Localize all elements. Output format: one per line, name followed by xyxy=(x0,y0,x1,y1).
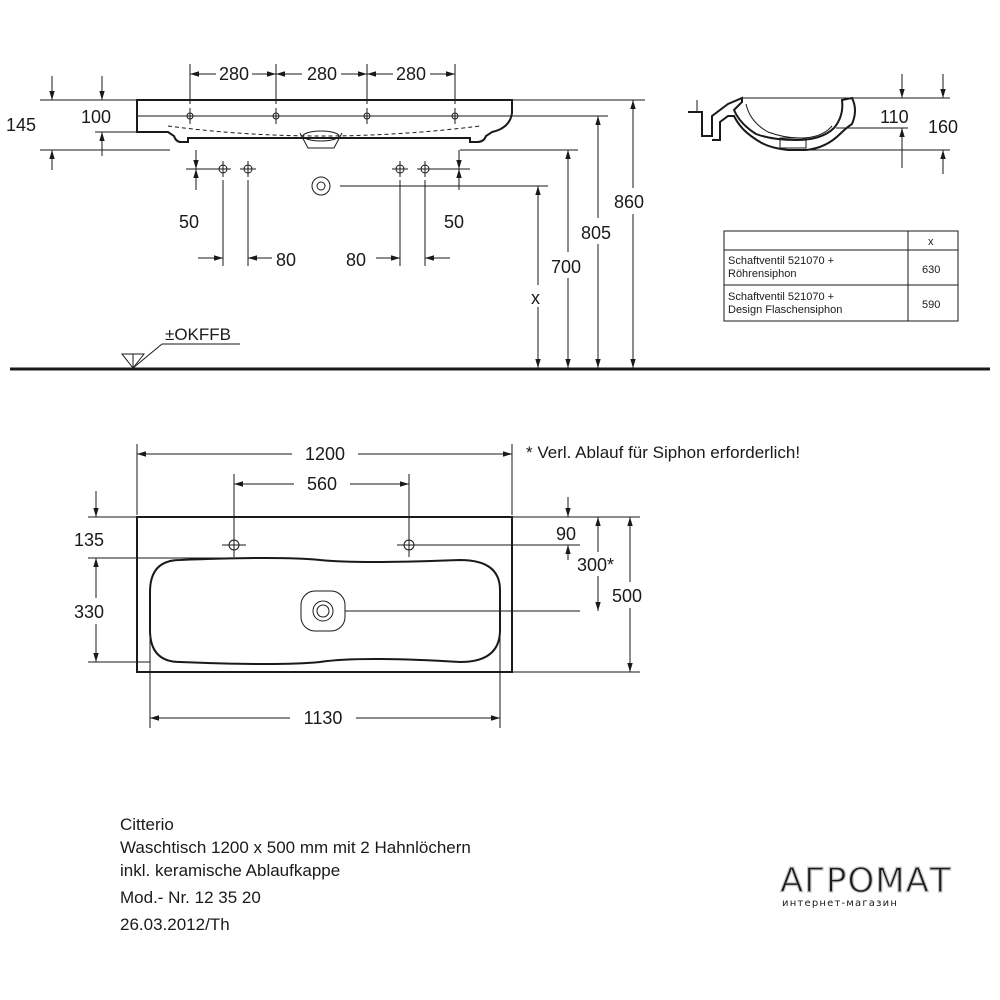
dim-280-c: 280 xyxy=(396,64,426,84)
watermark-logo: АГРОМАТ интернет-магазин xyxy=(779,860,952,909)
side-view: 110 160 xyxy=(688,74,958,174)
watermark-subtitle: интернет-магазин xyxy=(782,898,898,909)
drain-stub xyxy=(299,132,343,149)
footer-line-3: inkl. keramische Ablaufkappe xyxy=(120,861,340,880)
basin-top-outline xyxy=(136,516,513,673)
top-view: 1200 * Verl. Ablauf für Siphon erforderl… xyxy=(70,443,800,728)
watermark-title: АГРОМАТ xyxy=(780,861,952,901)
drain-note: * Verl. Ablauf für Siphon erforderlich! xyxy=(526,443,800,462)
dim-50-both: 50 50 xyxy=(179,150,470,232)
dim-1200-group: 1200 xyxy=(136,444,513,515)
drain-opening xyxy=(302,130,340,142)
siphon-table: x Schaftventil 521070 + Röhrensiphon 630… xyxy=(723,230,959,322)
floor-label: ±OKFFB xyxy=(165,325,231,344)
drain-ring-outer xyxy=(312,600,334,622)
dim-50-left: 50 xyxy=(179,212,199,232)
dim-110: 110 xyxy=(880,107,909,127)
footer-line-2: Waschtisch 1200 x 500 mm mit 2 Hahnlöche… xyxy=(120,838,471,857)
table-row-2-value: 590 xyxy=(922,299,940,311)
bowl-outline xyxy=(149,557,501,665)
drain-cap xyxy=(300,590,346,632)
tap-hole-markers xyxy=(182,108,463,124)
dim-135: 135 xyxy=(74,530,104,550)
bowl-hidden-line xyxy=(167,125,481,137)
dim-145: 145 xyxy=(6,115,36,135)
dim-805: 805 xyxy=(581,223,611,243)
basin-front-outline xyxy=(136,99,513,143)
dim-1130-group: 1130 xyxy=(149,634,501,728)
floor-marker: ±OKFFB xyxy=(120,325,240,369)
dim-700: 700 xyxy=(551,257,581,277)
connection-markers xyxy=(215,161,433,196)
dim-80-both: 80 80 xyxy=(198,180,450,270)
table-row-1-line-2: Röhrensiphon xyxy=(728,268,797,280)
dim-80-left: 80 xyxy=(276,250,296,270)
dim-90: 90 xyxy=(556,524,576,544)
dim-heights-right: x 700 805 860 xyxy=(340,99,652,368)
tap-holes-top xyxy=(222,533,421,557)
dim-280-a: 280 xyxy=(219,64,249,84)
footer-line-1: Citterio xyxy=(120,815,174,834)
dim-50-right: 50 xyxy=(444,212,464,232)
dim-left-top: 135 330 xyxy=(70,491,226,663)
dim-100: 100 xyxy=(81,107,111,127)
table-row-1-value: 630 xyxy=(922,264,940,276)
dim-1130: 1130 xyxy=(304,708,343,728)
footer-info: Citterio Waschtisch 1200 x 500 mm mit 2 … xyxy=(120,815,471,934)
basin-side-outline xyxy=(688,96,856,151)
dim-280-b: 280 xyxy=(307,64,337,84)
dim-300: 300* xyxy=(577,555,614,575)
side-drain xyxy=(779,137,807,149)
dim-500: 500 xyxy=(612,586,642,606)
dim-1200: 1200 xyxy=(305,444,345,464)
dim-80-right: 80 xyxy=(346,250,366,270)
footer-line-4: Mod.- Nr. 12 35 20 xyxy=(120,888,261,907)
footer-line-5: 26.03.2012/Th xyxy=(120,915,230,934)
front-view: 280 280 280 145 100 xyxy=(6,64,990,371)
dim-left-heights: 145 100 xyxy=(6,76,170,170)
dim-560: 560 xyxy=(307,474,337,494)
side-bowl-inner xyxy=(745,103,833,139)
dim-560-group: 560 xyxy=(233,474,410,533)
dim-right-top: 90 300* 500 xyxy=(345,497,652,673)
table-header-x: x xyxy=(928,236,934,248)
drain-ring-inner xyxy=(316,604,330,618)
table-row-2-line-2: Design Flaschensiphon xyxy=(728,304,842,316)
dim-160: 160 xyxy=(928,117,958,137)
table-row-1-line-1: Schaftventil 521070 + xyxy=(728,255,834,267)
table-row-2-line-1: Schaftventil 521070 + xyxy=(728,291,834,303)
dim-x: x xyxy=(531,288,540,308)
dim-330: 330 xyxy=(74,602,104,622)
dim-860: 860 xyxy=(614,192,644,212)
dim-top-chain: 280 280 280 xyxy=(189,64,456,104)
